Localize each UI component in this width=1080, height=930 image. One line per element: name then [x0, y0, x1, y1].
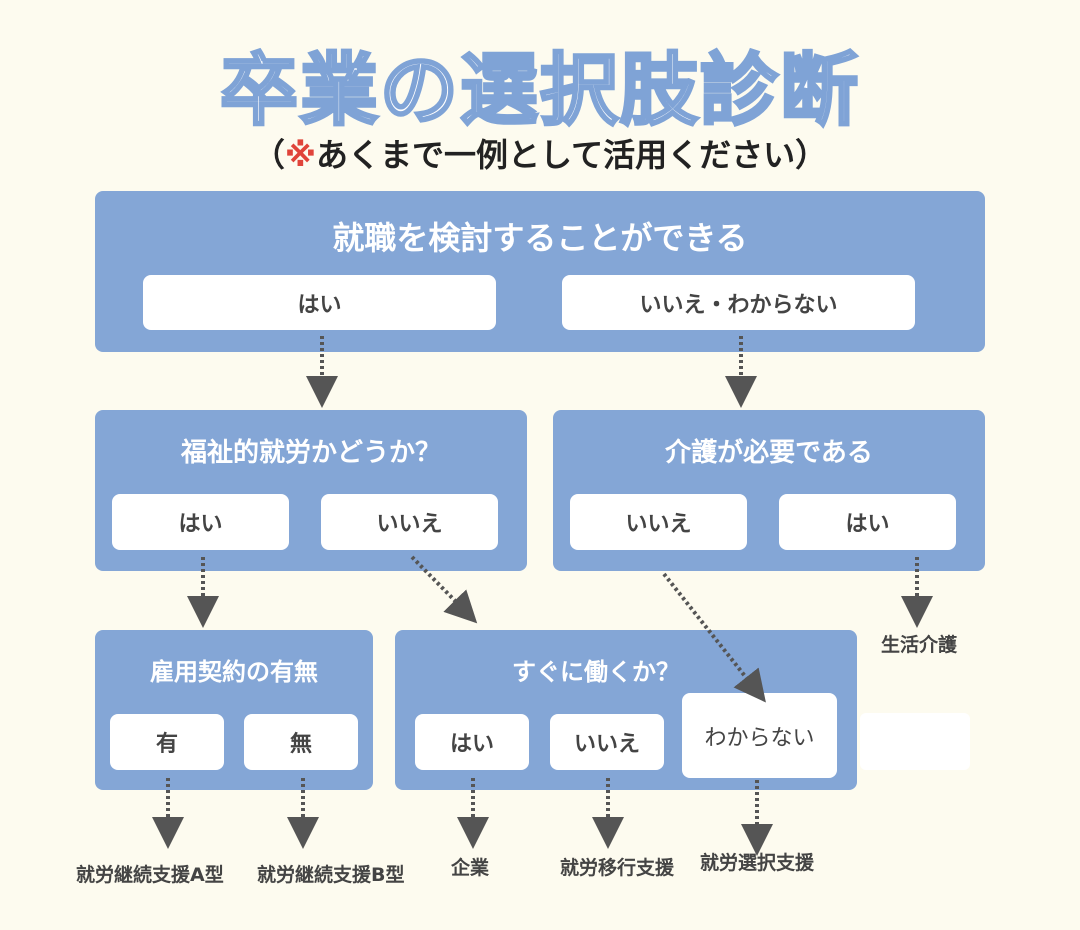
- answer-work-now-yes[interactable]: はい: [415, 714, 529, 770]
- page-title: 卒業の選択肢診断: [218, 45, 860, 138]
- page-subtitle: （※あくまで一例として活用ください）: [0, 130, 1080, 176]
- question-box-contract: 雇用契約の有無 有 無: [95, 630, 373, 790]
- question-employable: 就職を検討することができる: [332, 219, 748, 257]
- question-work-now: すぐに働くか？: [512, 658, 680, 686]
- blank-card: [860, 713, 970, 770]
- answer-welfare-yes[interactable]: はい: [112, 494, 289, 550]
- result-a-type: 就労継続支援A型: [76, 864, 224, 886]
- question-box-care: 介護が必要である いいえ はい: [553, 410, 985, 571]
- answer-contract-no[interactable]: 無: [244, 714, 358, 770]
- answer-work-now-unknown[interactable]: わからない: [682, 693, 837, 778]
- question-box-employable: 就職を検討することができる はい いいえ・わからない: [95, 191, 985, 352]
- answer-care-yes[interactable]: はい: [779, 494, 956, 550]
- result-employment: 企業: [451, 857, 490, 879]
- answer-care-no[interactable]: いいえ: [570, 494, 747, 550]
- arrow-q3-no: [662, 572, 766, 703]
- note-mark: ※: [284, 136, 317, 174]
- answer-contract-yes[interactable]: 有: [110, 714, 224, 770]
- result-selection: 就労選択支援: [700, 852, 815, 874]
- arrow-q2-no: [410, 555, 478, 624]
- subtitle-open: （: [252, 136, 285, 174]
- answer-work-now-no[interactable]: いいえ: [550, 714, 664, 770]
- question-box-welfare: 福祉的就労かどうか？ はい いいえ: [95, 410, 527, 571]
- answer-employable-yes[interactable]: はい: [143, 275, 496, 330]
- question-box-work-now: すぐに働くか？ はい いいえ わからない: [395, 630, 857, 790]
- answer-employable-no[interactable]: いいえ・わからない: [562, 275, 915, 330]
- question-welfare: 福祉的就労かどうか？: [180, 438, 441, 468]
- question-care: 介護が必要である: [665, 438, 873, 468]
- result-b-type: 就労継続支援B型: [257, 864, 405, 886]
- result-care: 生活介護: [881, 634, 958, 656]
- subtitle-text: あくまで一例として活用ください）: [316, 136, 828, 174]
- answer-welfare-no[interactable]: いいえ: [321, 494, 498, 550]
- question-contract: 雇用契約の有無: [150, 658, 318, 686]
- result-transition: 就労移行支援: [560, 857, 675, 879]
